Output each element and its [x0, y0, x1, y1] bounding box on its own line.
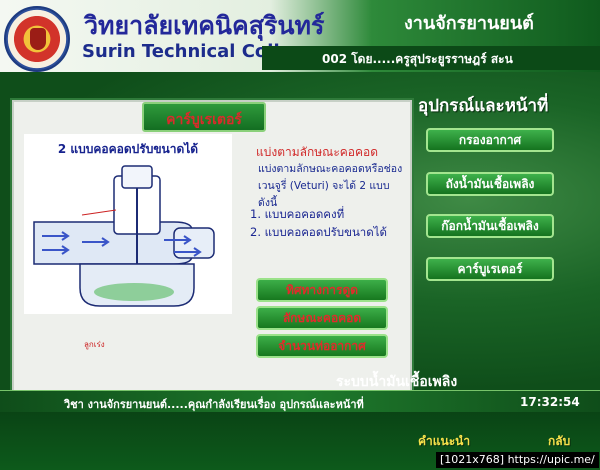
diagram-title: 2 แบบคอคอดปรับขนาดได้: [57, 142, 199, 156]
ticker-text: 002 โดย.....ครูสุประยูรราษฎร์ สะน: [322, 52, 513, 66]
back-button[interactable]: กลับ: [548, 434, 571, 448]
college-name-th: วิทยาลัยเทคนิคสุรินทร์: [84, 11, 325, 40]
carburetor-illustration: [33, 165, 215, 307]
carburetor-diagram: 2 แบบคอคอดปรับขนาดได้ ลูกเร่ง: [24, 134, 232, 349]
side-item-fuel-tank[interactable]: ถังน้ำมันเชื้อเพลิง: [426, 172, 554, 196]
diagram-label: ลูกเร่ง: [84, 340, 105, 349]
section-title: ระบบน้ำมันเชื้อเพลิง: [336, 374, 458, 390]
logo-emblem-icon: [30, 28, 46, 50]
topic-title: อุปกรณ์และหน้าที่: [418, 96, 549, 116]
list-item: 1. แบบคอคอดคงที่: [250, 207, 345, 221]
panel-title: คาร์บูเรเตอร์: [166, 112, 242, 128]
image-credit: [1021x768] https://upic.me/: [436, 452, 599, 468]
side-item-fuel-cock[interactable]: ก๊อกน้ำมันเชื้อเพลิง: [426, 214, 554, 238]
list-item: 2. แบบคอคอดปรับขนาดได้: [250, 225, 387, 239]
fuel-level: [94, 283, 174, 301]
side-item-air-filter[interactable]: กรองอากาศ: [426, 128, 554, 152]
clock: 17:32:54: [520, 395, 580, 409]
outlet-pipe: [173, 227, 215, 259]
guide-button[interactable]: คำแนะนำ: [418, 434, 471, 448]
slide-piston: [121, 165, 153, 189]
department-title: งานจักรยานยนต์: [404, 13, 534, 34]
description-text: แบ่งตามลักษณะคอคอดหรือช่องเวนจูรี่ (Vetu…: [258, 163, 403, 209]
air-pipe-count-button[interactable]: จำนวนท่ออากาศ: [256, 334, 388, 358]
panel-title-bar: คาร์บูเรเตอร์: [142, 102, 266, 132]
venturi-type-button[interactable]: ลักษณะคอคอด: [256, 306, 388, 330]
description-heading: แบ่งตามลักษณะคอคอด: [256, 145, 379, 159]
label-pointer: [81, 209, 117, 216]
venturi-tube: [33, 221, 193, 265]
status-text: วิชา งานจักรยานยนต์.....คุณกำลังเรียนเรื…: [64, 398, 364, 411]
header: วิทยาลัยเทคนิคสุรินทร์ Surin Technical C…: [0, 0, 600, 72]
ticker-bar: 002 โดย.....ครูสุประยูรราษฎร์ สะน: [262, 46, 600, 70]
college-logo: [4, 6, 70, 72]
type-list: 1. แบบคอคอดคงที่ 2. แบบคอคอดปรับขนาดได้: [250, 205, 387, 241]
side-item-carburetor[interactable]: คาร์บูเรเตอร์: [426, 257, 554, 281]
suction-direction-button[interactable]: ทิศทางการดูด: [256, 278, 388, 302]
status-bar: วิชา งานจักรยานยนต์.....คุณกำลังเรียนเรื…: [0, 390, 600, 412]
air-flow-arrows: [42, 231, 202, 257]
college-name-en: Surin Technical College: [82, 41, 317, 62]
